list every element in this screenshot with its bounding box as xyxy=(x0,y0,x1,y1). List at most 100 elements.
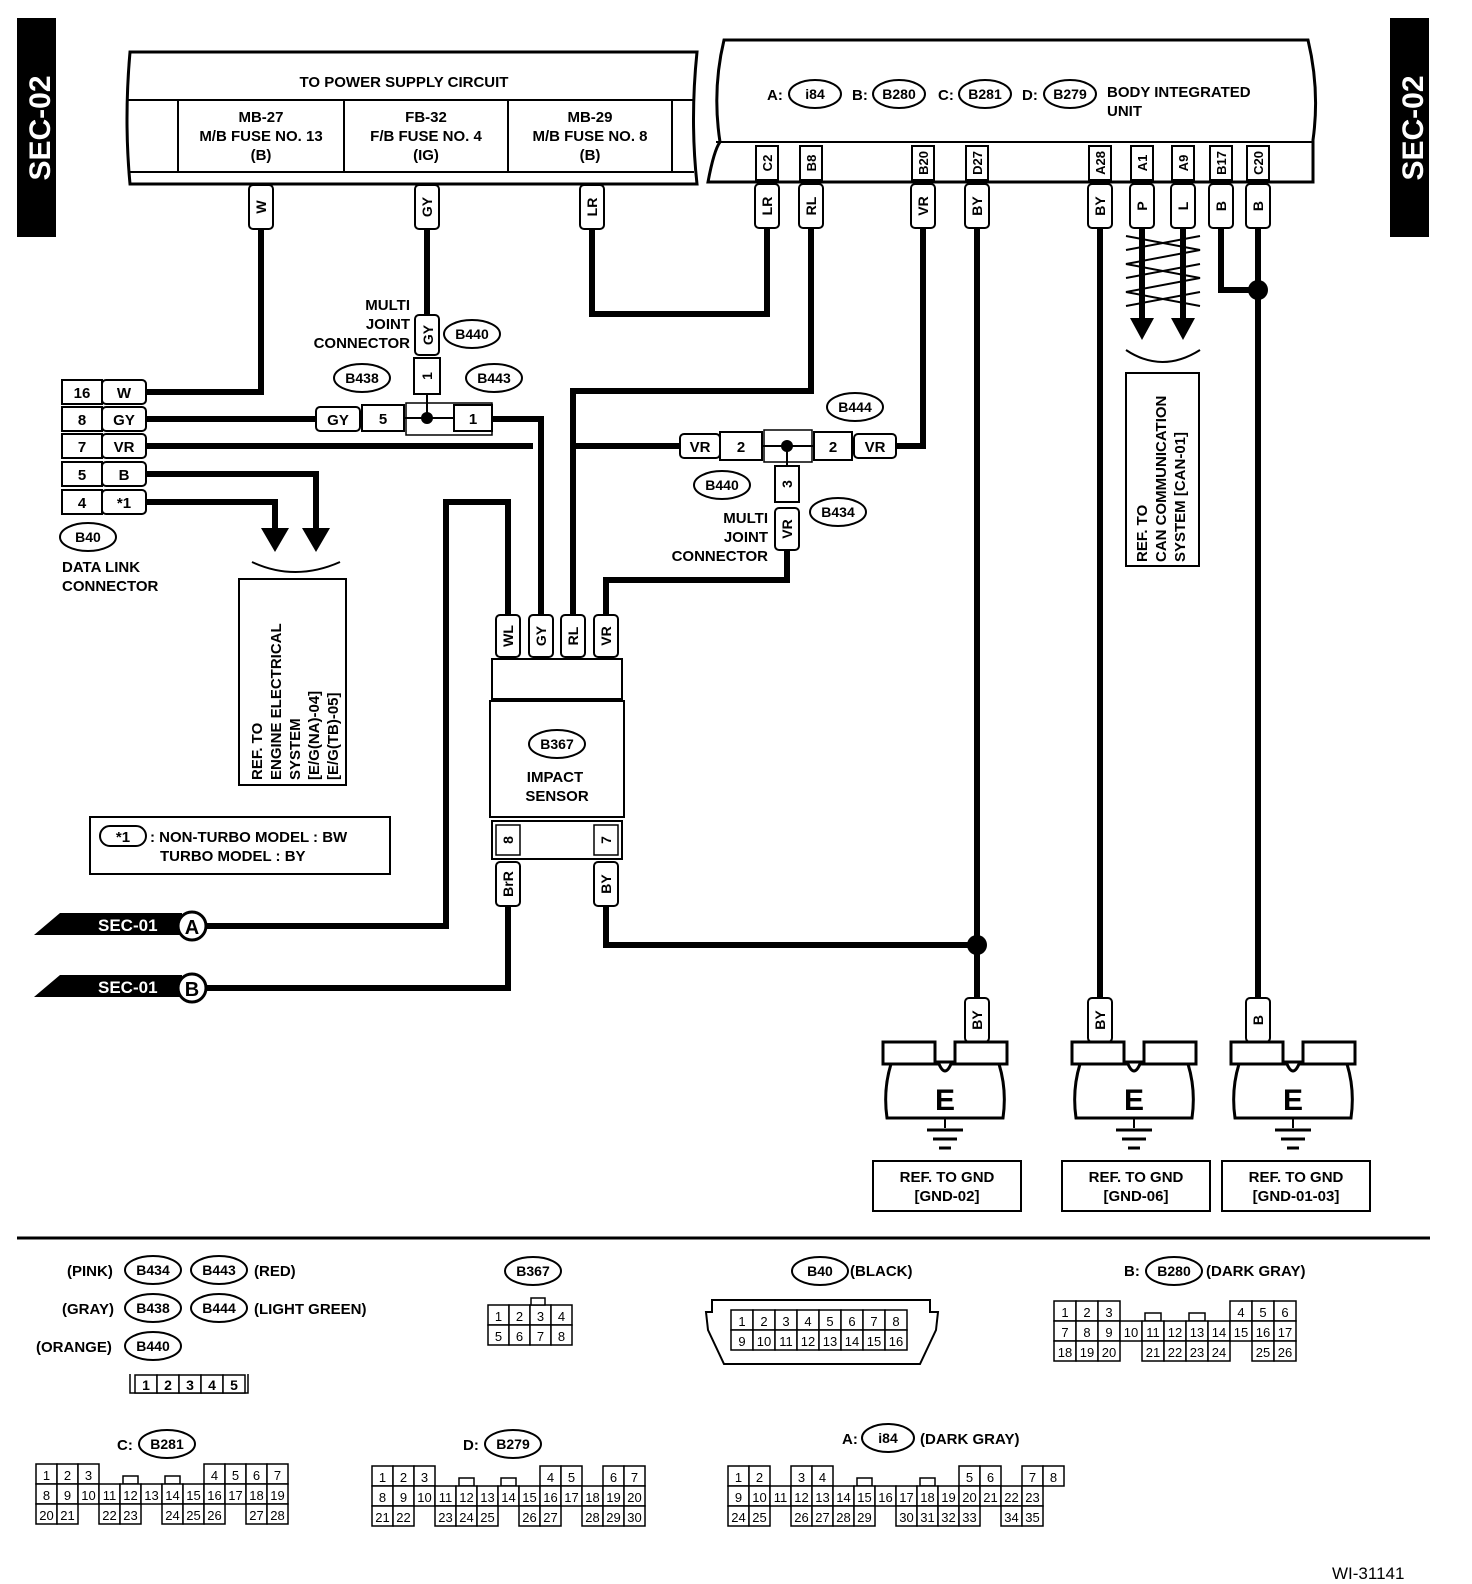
sec-tag-left-label: SEC-02 xyxy=(24,75,57,180)
connector-legend: (PINK) B434 B443 (RED) (GRAY) B438 B444 … xyxy=(35,1255,1305,1527)
legend-b281: B281 xyxy=(150,1436,184,1452)
biu-wire-tag: B xyxy=(1213,201,1229,211)
i84-pin: 12 xyxy=(794,1490,808,1505)
b440-pin: 4 xyxy=(208,1377,216,1393)
dlc-wire: VR xyxy=(114,439,135,456)
b281-pin: 13 xyxy=(144,1488,158,1503)
b279-pin: 13 xyxy=(480,1490,494,1505)
fuse-wire-tag: GY xyxy=(419,196,435,217)
mjc-b443-pin1: 1 xyxy=(469,411,477,428)
b280-pin: 9 xyxy=(1105,1325,1112,1340)
biu-wire-tag: B xyxy=(1250,201,1266,211)
i84-pin: 35 xyxy=(1025,1510,1039,1525)
b279-pin: 16 xyxy=(543,1490,557,1505)
dlc-wire: W xyxy=(117,385,132,402)
i84-pin: 30 xyxy=(899,1510,913,1525)
fuse-3-line3: (B) xyxy=(580,147,601,164)
b281-pin: 1 xyxy=(43,1468,50,1483)
dlc-wire: B xyxy=(119,467,130,484)
b281-pin: 21 xyxy=(60,1508,74,1523)
mjc-lower-pin2-right: 2 xyxy=(829,439,837,456)
b40-pin: 13 xyxy=(823,1334,837,1349)
b279-pin: 27 xyxy=(543,1510,557,1525)
i84-pin: 11 xyxy=(774,1490,788,1505)
b279-pin: 6 xyxy=(610,1470,617,1485)
b279-pin: 12 xyxy=(459,1490,473,1505)
fuse-1-line2: M/B FUSE NO. 13 xyxy=(199,128,322,145)
b279-pin: 17 xyxy=(564,1490,578,1505)
b40-pin: 4 xyxy=(804,1314,811,1329)
mjc-lower-l1: MULTI xyxy=(723,510,768,527)
b280-pin: 14 xyxy=(1212,1325,1226,1340)
i84-pin: 29 xyxy=(857,1510,871,1525)
sec01-b-label: SEC-01 xyxy=(98,978,158,997)
b40-pin: 6 xyxy=(848,1314,855,1329)
legend-i84: i84 xyxy=(878,1430,898,1446)
legend-b444: B444 xyxy=(202,1300,236,1316)
sensor-top-wire: WL xyxy=(500,625,516,647)
ground-ref-2: [GND-01-03] xyxy=(1253,1188,1340,1205)
can-ref-1: REF. TO xyxy=(1134,504,1151,562)
legend-b434: B434 xyxy=(136,1262,170,1278)
b280-pin: 23 xyxy=(1190,1345,1204,1360)
b281-pin: 27 xyxy=(249,1508,263,1523)
ground-ref-2: [GND-06] xyxy=(1103,1188,1168,1205)
b367-pin: 5 xyxy=(495,1329,502,1344)
b367-pin: 3 xyxy=(537,1309,544,1324)
i84-pin: 10 xyxy=(752,1490,766,1505)
junction-dots xyxy=(967,280,1268,955)
b40-pin: 7 xyxy=(870,1314,877,1329)
b367-pin: 7 xyxy=(537,1329,544,1344)
b280-pin: 20 xyxy=(1102,1345,1116,1360)
sensor-label-2: SENSOR xyxy=(525,788,589,805)
can-arrow-right xyxy=(1171,318,1195,340)
b281-pin: 18 xyxy=(249,1488,263,1503)
dlc-label-2: CONNECTOR xyxy=(62,578,159,595)
b279-pin: 19 xyxy=(606,1490,620,1505)
fuse-wire-tag: W xyxy=(253,200,269,214)
mjc-lower-pin2-left: 2 xyxy=(737,439,745,456)
biu-wire-tag: VR xyxy=(915,196,931,215)
engine-ref-2: ENGINE ELECTRICAL xyxy=(268,623,285,780)
sec01-a: SEC-01 A xyxy=(34,910,208,942)
note-line-1: : NON-TURBO MODEL : BW xyxy=(150,829,348,846)
ground-letter: E xyxy=(1283,1084,1303,1117)
b279-pin: 21 xyxy=(375,1510,389,1525)
b279-pin: 5 xyxy=(568,1470,575,1485)
b279-pin: 22 xyxy=(396,1510,410,1525)
i84-pin: 32 xyxy=(941,1510,955,1525)
dlc-id: B40 xyxy=(75,529,101,545)
mjc-upper-b440: B440 xyxy=(455,326,489,342)
can-communication-ref: REF. TO CAN COMMUNICATION SYSTEM [CAN-01… xyxy=(1125,372,1200,567)
mjc-lower-vr-vert: VR xyxy=(779,519,795,538)
mjc-b438-pin5: 5 xyxy=(379,411,387,428)
biu-conn-i84: i84 xyxy=(805,86,825,102)
b281-pin: 22 xyxy=(102,1508,116,1523)
biu-wire-tag: P xyxy=(1134,201,1150,210)
b279-pin: 26 xyxy=(522,1510,536,1525)
fuse-wire-tag: LR xyxy=(584,198,600,217)
can-arrow-left xyxy=(1130,318,1154,340)
i84-pin: 27 xyxy=(815,1510,829,1525)
mjc-lower-l2: JOINT xyxy=(724,529,768,546)
wires xyxy=(143,227,1261,1003)
b440-pin: 3 xyxy=(186,1377,194,1393)
engine-ref-4: [E/G(NA)-04] xyxy=(306,691,323,780)
b281-pin: 14 xyxy=(165,1488,179,1503)
biu-pin-label: A1 xyxy=(1135,155,1150,172)
legend-b40-color: (BLACK) xyxy=(850,1263,912,1280)
b280-pin: 26 xyxy=(1278,1345,1292,1360)
body-integrated-unit: A: i84 B: B280 C: B281 D: B279 BODY INTE… xyxy=(706,38,1318,184)
b279-pin: 20 xyxy=(627,1490,641,1505)
sensor-id: B367 xyxy=(540,736,574,752)
dlc-pin: 7 xyxy=(78,439,86,456)
dlc-pin: 4 xyxy=(78,495,87,512)
mjc-upper-l2: JOINT xyxy=(366,316,410,333)
i84-pin: 15 xyxy=(857,1490,871,1505)
biu-wire-tag: LR xyxy=(759,197,775,216)
sensor-label-1: IMPACT xyxy=(527,769,583,786)
sensor-wire-brr: BrR xyxy=(500,871,516,897)
